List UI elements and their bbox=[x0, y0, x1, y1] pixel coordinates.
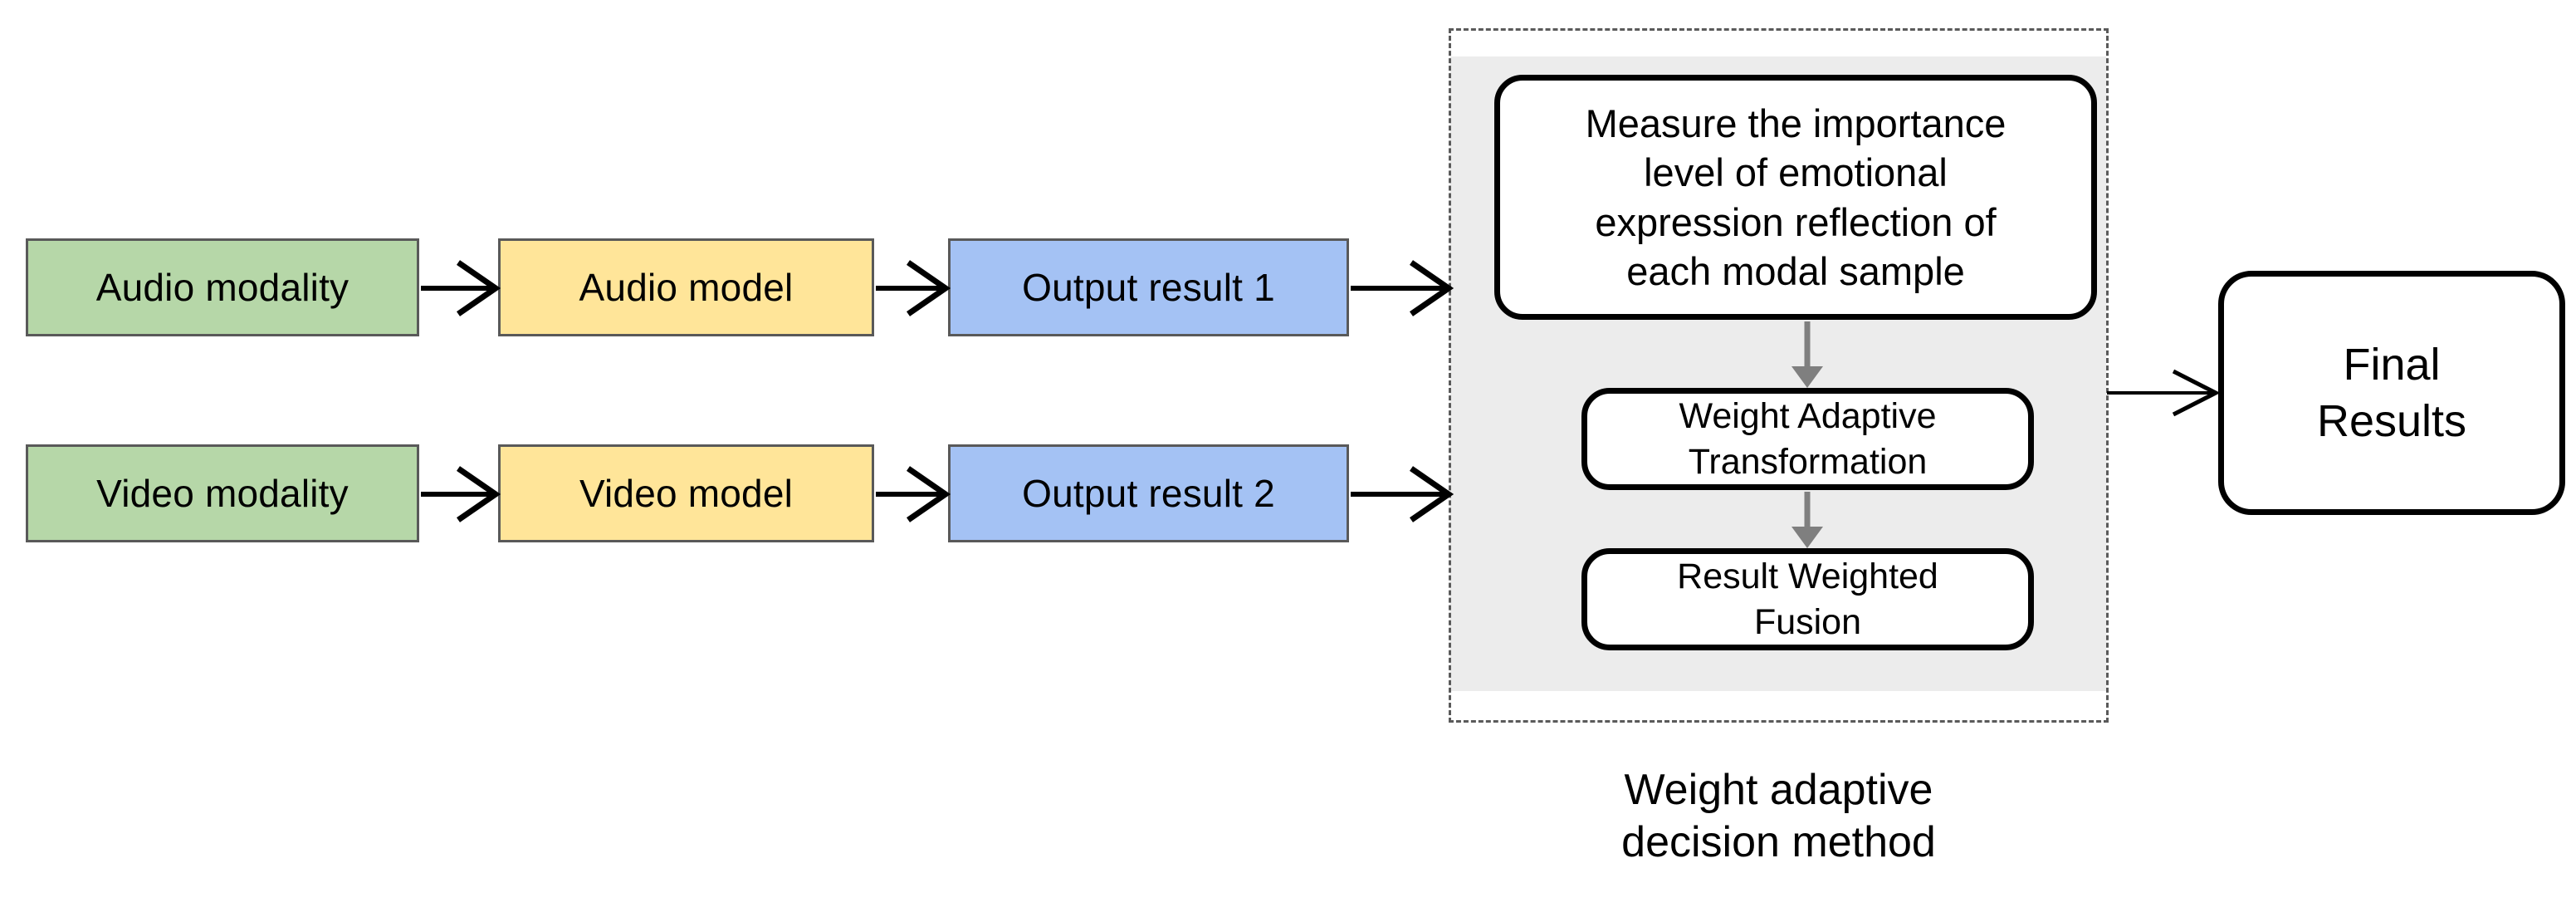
box-weight-adaptive-transformation[interactable]: Weight Adaptive Transformation bbox=[1581, 388, 2034, 490]
final-line-2: Results bbox=[2316, 396, 2467, 446]
box-result-weighted-fusion-label: Result Weighted Fusion bbox=[1665, 554, 1950, 644]
box-video-model-label: Video model bbox=[579, 471, 794, 515]
arrow-video-model-to-output-result-2 bbox=[876, 466, 951, 522]
measure-line-2: level of emotional bbox=[1644, 150, 1948, 195]
box-final-results[interactable]: Final Results bbox=[2218, 271, 2565, 515]
box-audio-modality-label: Audio modality bbox=[95, 265, 349, 309]
measure-line-4: each modal sample bbox=[1626, 248, 1965, 293]
rwf-line-2: Fusion bbox=[1753, 601, 1862, 642]
arrow-output-result-2-to-group bbox=[1351, 466, 1454, 522]
group-caption-line-2: decision method bbox=[1621, 818, 1936, 867]
box-audio-model-label: Audio model bbox=[579, 265, 794, 309]
box-audio-modality[interactable]: Audio modality bbox=[26, 238, 419, 336]
box-measure-importance-label: Measure the importance level of emotiona… bbox=[1574, 99, 2018, 296]
arrow-audio-model-to-output-result-1 bbox=[876, 260, 951, 316]
box-video-modality-label: Video modality bbox=[96, 471, 349, 515]
group-caption-line-1: Weight adaptive bbox=[1624, 766, 1933, 814]
box-final-results-label: Final Results bbox=[2305, 336, 2478, 449]
box-audio-model[interactable]: Audio model bbox=[498, 238, 874, 336]
arrow-output-result-1-to-group bbox=[1351, 260, 1454, 316]
rwf-line-1: Result Weighted bbox=[1677, 557, 1938, 597]
final-line-1: Final bbox=[2343, 339, 2441, 390]
box-measure-importance[interactable]: Measure the importance level of emotiona… bbox=[1494, 75, 2097, 320]
wat-line-2: Transformation bbox=[1688, 441, 1928, 482]
weight-adaptive-group-container bbox=[1449, 28, 2109, 723]
arrow-video-modality-to-video-model bbox=[421, 466, 501, 522]
group-caption: Weight adaptive decision method bbox=[1449, 764, 2109, 870]
box-output-result-1-label: Output result 1 bbox=[1022, 265, 1275, 309]
box-video-modality[interactable]: Video modality bbox=[26, 444, 419, 542]
box-output-result-2-label: Output result 2 bbox=[1022, 471, 1275, 515]
box-result-weighted-fusion[interactable]: Result Weighted Fusion bbox=[1581, 548, 2034, 650]
box-output-result-2[interactable]: Output result 2 bbox=[948, 444, 1349, 542]
arrow-group-to-final-results bbox=[2107, 369, 2221, 417]
measure-line-3: expression reflection of bbox=[1595, 199, 1997, 244]
box-video-model[interactable]: Video model bbox=[498, 444, 874, 542]
arrow-audio-modality-to-audio-model bbox=[421, 260, 501, 316]
wat-line-1: Weight Adaptive bbox=[1679, 396, 1937, 437]
box-output-result-1[interactable]: Output result 1 bbox=[948, 238, 1349, 336]
measure-line-1: Measure the importance bbox=[1585, 101, 2007, 146]
box-weight-adaptive-transformation-label: Weight Adaptive Transformation bbox=[1668, 394, 1948, 483]
